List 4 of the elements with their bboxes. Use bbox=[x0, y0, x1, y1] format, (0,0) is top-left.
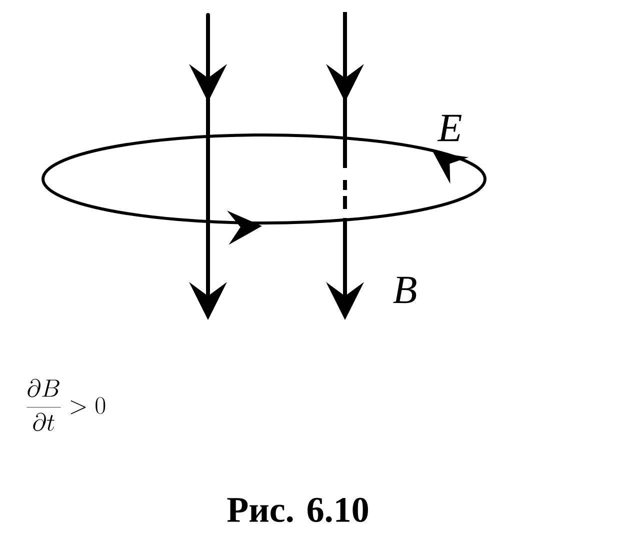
caption: Рис. 6.10 bbox=[227, 498, 368, 522]
formula: $\frac{\partial B}{\partial t} > 0$ bbox=[26, 378, 106, 432]
field-label: B bbox=[393, 276, 416, 304]
field-label: E bbox=[437, 114, 462, 142]
